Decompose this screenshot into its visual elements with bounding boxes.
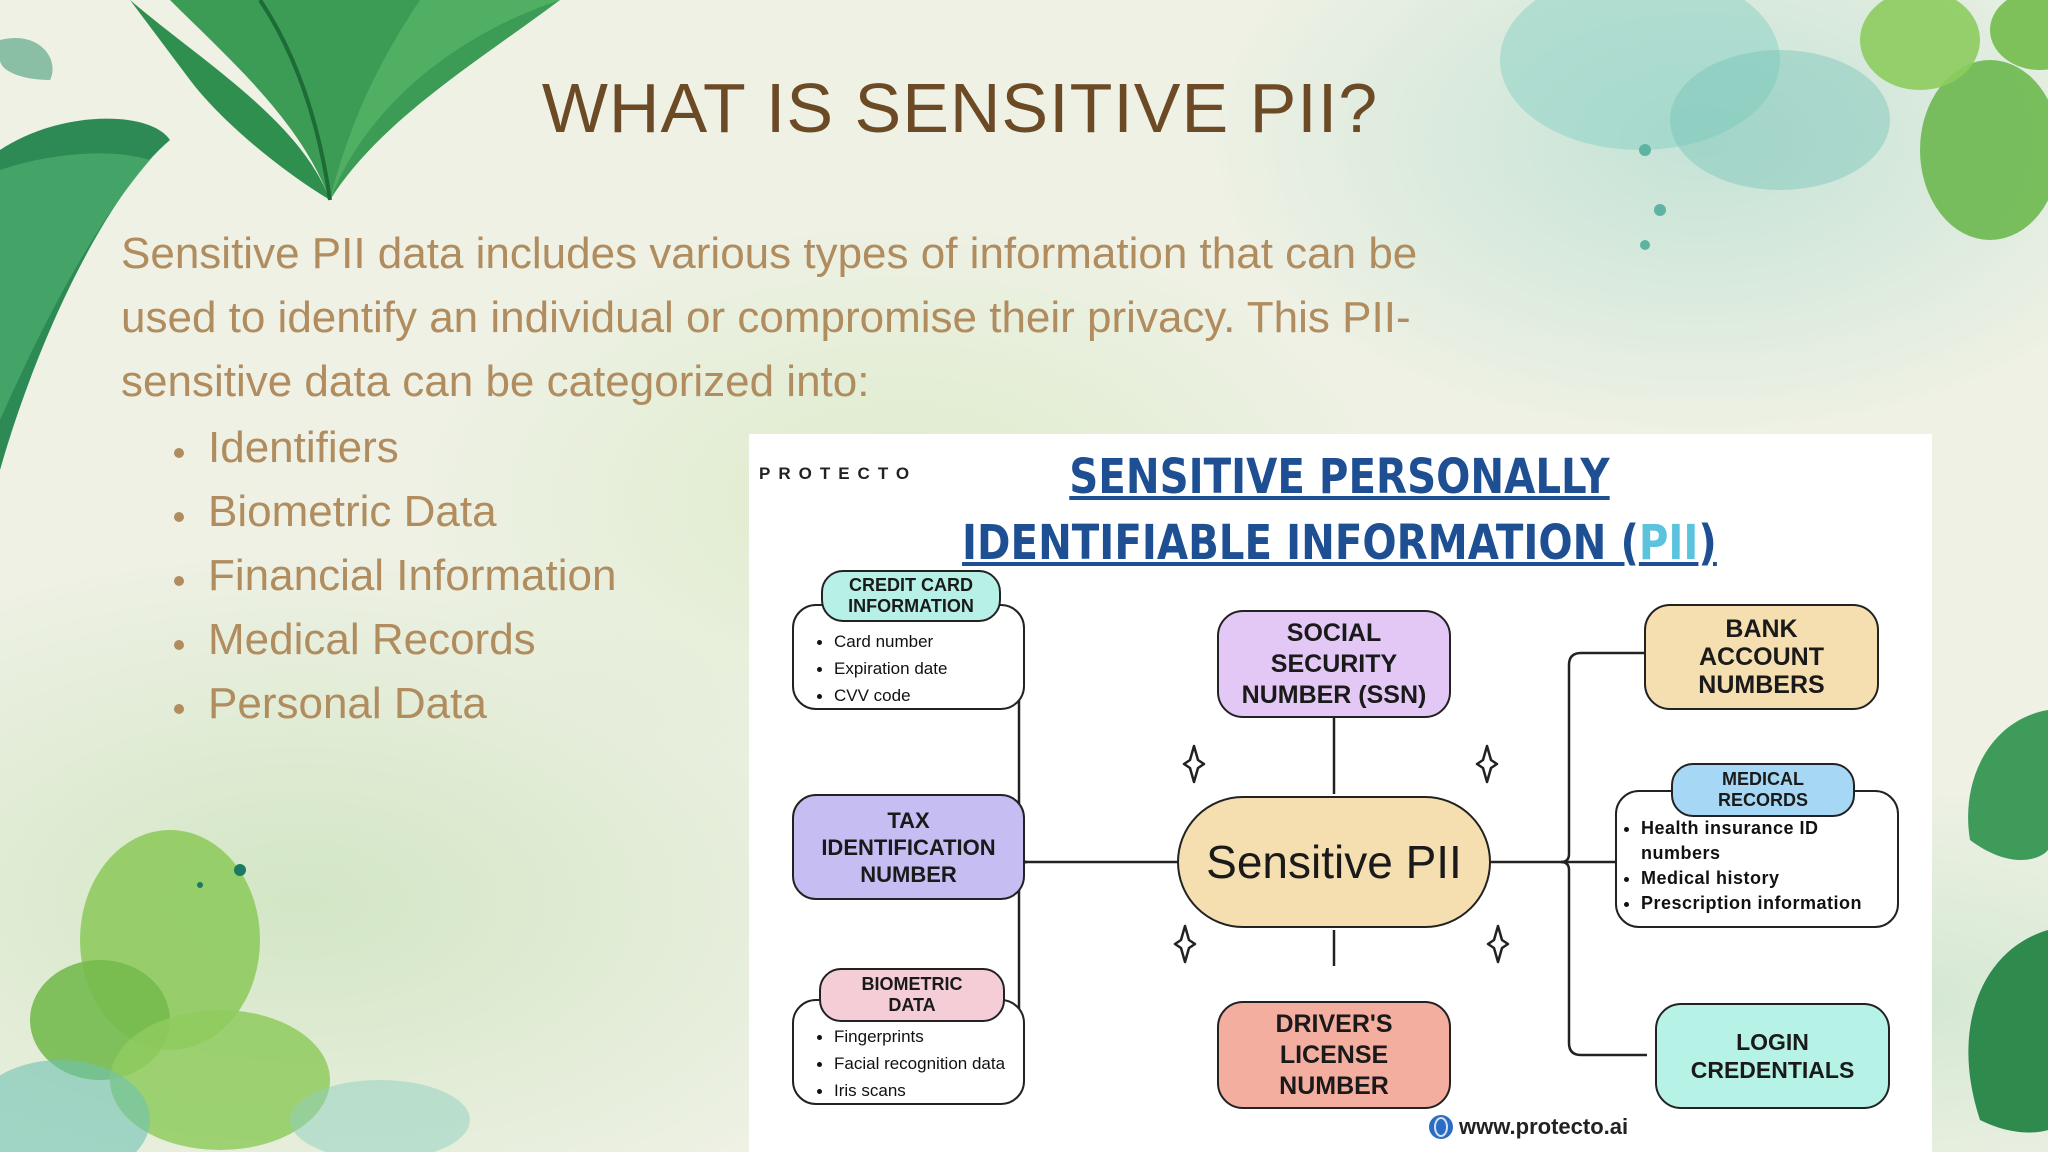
slide-title: WHAT IS SENSITIVE PII?	[541, 69, 1379, 147]
category-list: Identifiers Biometric Data Financial Inf…	[160, 416, 616, 736]
infographic-title: SENSITIVE PERSONALLY IDENTIFIABLE INFORM…	[843, 444, 1837, 576]
top-left-leaves-decoration	[0, 0, 560, 470]
drivers-license-node: DRIVER'S LICENSE NUMBER	[1217, 1001, 1451, 1109]
sparkle-icon	[1173, 924, 1197, 964]
list-item: Health insurance ID numbers	[1641, 816, 1897, 866]
list-item: Fingerprints	[834, 1023, 1023, 1050]
list-item: Medical Records	[200, 608, 616, 672]
list-item: Facial recognition data	[834, 1050, 1023, 1077]
globe-icon	[1429, 1115, 1453, 1139]
ssn-node: SOCIAL SECURITY NUMBER (SSN)	[1217, 610, 1451, 718]
list-item: Card number	[834, 628, 1023, 655]
list-item: Identifiers	[200, 416, 616, 480]
list-item: Personal Data	[200, 672, 616, 736]
credit-card-title: CREDIT CARD INFORMATION	[821, 570, 1001, 622]
sparkle-icon	[1475, 744, 1499, 784]
tax-id-node: TAX IDENTIFICATION NUMBER	[792, 794, 1025, 900]
list-item: Expiration date	[834, 655, 1023, 682]
pii-infographic: PROTECTO SENSITIVE PERSONALLY IDENTIFIAB…	[749, 434, 1932, 1152]
website-url: www.protecto.ai	[1459, 1114, 1629, 1139]
center-node-sensitive-pii: Sensitive PII	[1177, 796, 1491, 928]
sparkle-icon	[1486, 924, 1510, 964]
pii-accent: PII	[1638, 515, 1699, 571]
list-item: Biometric Data	[200, 480, 616, 544]
list-item: Medical history	[1641, 866, 1897, 891]
biometric-title: BIOMETRIC DATA	[819, 968, 1005, 1022]
list-item: Financial Information	[200, 544, 616, 608]
intro-paragraph: Sensitive PII data includes various type…	[121, 229, 1418, 406]
sparkle-icon	[1182, 744, 1206, 784]
login-credentials-node: LOGIN CREDENTIALS	[1655, 1003, 1890, 1109]
infographic-title-line2: IDENTIFIABLE INFORMATION (PII)	[962, 515, 1717, 571]
list-item: Iris scans	[834, 1077, 1023, 1104]
brand-logo-text: PROTECTO	[759, 464, 918, 483]
bottom-left-leaves-decoration	[0, 830, 470, 1152]
top-right-leaves-decoration	[1500, 0, 2048, 250]
website-footer: www.protecto.ai	[1429, 1114, 1628, 1140]
infographic-title-line1: SENSITIVE PERSONALLY	[1069, 449, 1610, 505]
bank-account-node: BANK ACCOUNT NUMBERS	[1644, 604, 1879, 710]
medical-records-title: MEDICAL RECORDS	[1671, 763, 1855, 817]
bottom-right-leaves-decoration	[1968, 710, 2048, 1133]
list-item: CVV code	[834, 682, 1023, 709]
list-item: Prescription information	[1641, 891, 1897, 916]
